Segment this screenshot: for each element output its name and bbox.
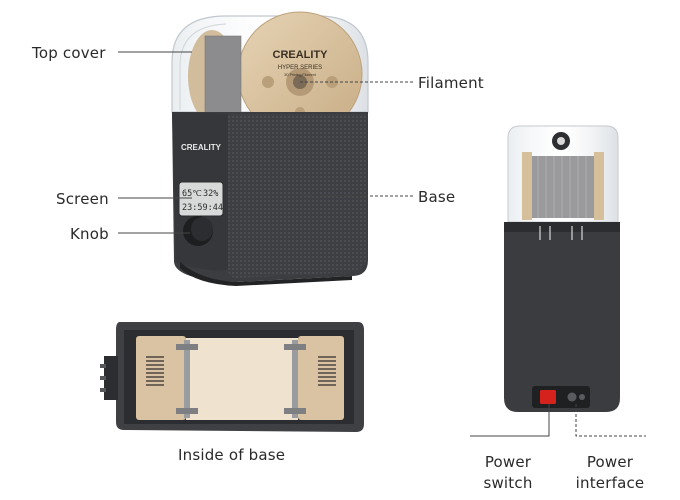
label-power-interface-line1: Power — [586, 453, 634, 471]
roller-right-shape — [292, 340, 298, 418]
leader-lines — [118, 51, 646, 437]
label-power-interface: Power interface — [572, 452, 648, 494]
spool-series-text: HYPER SERIES — [278, 65, 322, 71]
roller-left-shape — [184, 340, 190, 418]
label-screen: Screen — [56, 190, 109, 208]
filament-shape — [205, 36, 241, 114]
screen-time: 23:59:44 — [182, 203, 223, 213]
screen-shape — [178, 181, 224, 217]
screen-humidity: 32% — [203, 189, 218, 199]
label-inside-of-base: Inside of base — [178, 446, 286, 464]
label-power-switch-line1: Power — [484, 453, 532, 471]
leader-power-interface — [575, 404, 646, 437]
power-interface-shape — [567, 392, 577, 402]
label-power-switch-line2: switch — [483, 474, 533, 492]
label-filament: Filament — [418, 74, 484, 92]
base-brand-text: CREALITY — [181, 143, 222, 152]
screen-temperature: 65℃ — [182, 189, 202, 199]
label-knob: Knob — [70, 225, 109, 243]
power-switch-shape — [540, 390, 556, 404]
label-top-cover: Top cover — [32, 44, 106, 62]
label-base: Base — [418, 188, 456, 206]
spool-brand-text: CREALITY — [273, 49, 329, 61]
label-power-switch: Power switch — [478, 452, 538, 494]
leader-power-switch — [470, 404, 550, 437]
rear-base-shape — [504, 222, 620, 412]
rear-dryer — [504, 125, 620, 412]
inside-base — [100, 322, 364, 432]
rear-filament-shape — [532, 156, 594, 218]
main-dryer — [171, 11, 369, 286]
label-power-interface-line2: interface — [575, 474, 645, 492]
spool-subtitle-text: 3D Printing Filament — [284, 73, 316, 77]
